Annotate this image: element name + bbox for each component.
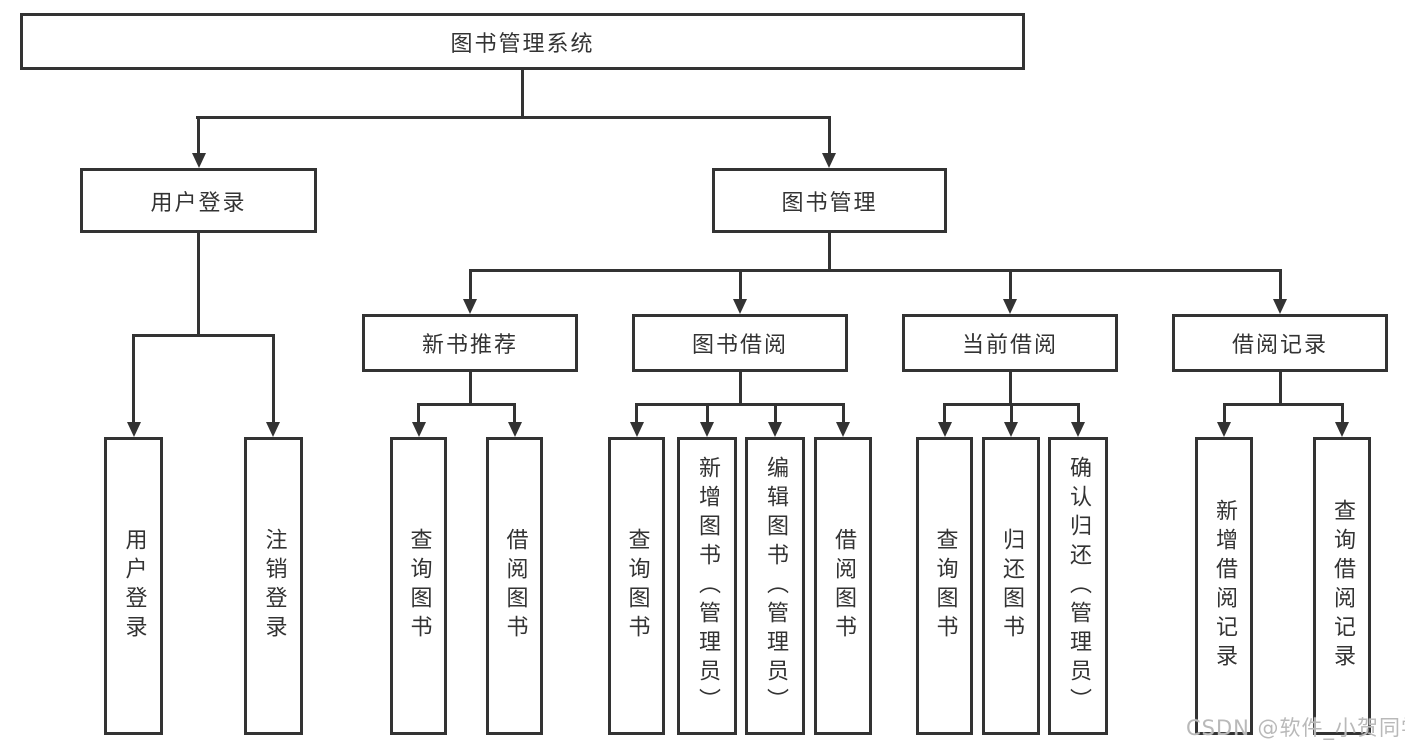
arrowhead-icon [630, 422, 644, 437]
leaf-add-borrow-record: 新增借阅记录 [1195, 437, 1253, 735]
arrowhead-icon [733, 299, 747, 314]
arrowhead-icon [192, 153, 206, 168]
node-borrowing-records-label: 借阅记录 [1231, 333, 1328, 358]
arrowhead-icon [508, 422, 522, 437]
leaf-add-books-admin: 新增图书（管理员） [677, 437, 737, 735]
connector-newrec-stem [469, 372, 472, 406]
connector-drop-leaf [417, 403, 420, 424]
arrowhead-icon [938, 422, 952, 437]
leaf-query-books-recommend-label: 查询图书 [406, 528, 432, 644]
leaf-borrow-books: 借阅图书 [814, 437, 872, 735]
arrowhead-icon [1217, 422, 1231, 437]
arrowhead-icon [1004, 422, 1018, 437]
node-book-management-label: 图书管理 [781, 190, 878, 216]
leaf-borrow-books-label: 借阅图书 [831, 528, 856, 644]
node-user-login: 用户登录 [80, 168, 317, 233]
arrowhead-icon [700, 422, 714, 437]
connector-drop-leaf [1341, 403, 1344, 424]
connector-drop-book-borrow [739, 269, 742, 301]
node-borrowing-records: 借阅记录 [1172, 314, 1388, 372]
leaf-query-books-borrow: 查询图书 [608, 437, 665, 735]
connector-drop-leaf [774, 403, 777, 424]
arrowhead-icon [1335, 422, 1349, 437]
arrowhead-icon [836, 422, 850, 437]
leaf-add-books-admin-label: 新增图书（管理员） [695, 455, 720, 717]
connector-mgmt-stem [828, 233, 831, 272]
leaf-borrow-books-recommend-label: 借阅图书 [502, 528, 528, 644]
arrowhead-icon [1273, 299, 1287, 314]
leaf-borrow-books-recommend: 借阅图书 [486, 437, 543, 735]
leaf-edit-books-admin-label: 编辑图书（管理员） [763, 455, 788, 717]
node-book-borrowing: 图书借阅 [632, 314, 848, 372]
connector-drop-leaf [1223, 403, 1226, 424]
arrowhead-icon [822, 153, 836, 168]
node-current-borrowing-label: 当前借阅 [961, 333, 1058, 358]
leaf-query-borrow-record: 查询借阅记录 [1313, 437, 1371, 735]
leaf-logout: 注销登录 [244, 437, 303, 735]
csdn-watermark: CSDN @软件_小贺同学 [1186, 716, 1405, 740]
connector-records-rail [1223, 403, 1343, 406]
arrowhead-icon [127, 422, 141, 437]
leaf-confirm-return-admin-label: 确认归还（管理员） [1066, 455, 1091, 717]
leaf-user-login-label: 用户登录 [121, 528, 147, 644]
connector-borrow-rail [635, 403, 844, 406]
leaf-add-borrow-record-label: 新增借阅记录 [1212, 499, 1237, 673]
leaf-user-login: 用户登录 [104, 437, 163, 735]
connector-drop-leaf [943, 403, 946, 424]
node-current-borrowing: 当前借阅 [902, 314, 1118, 372]
connector-drop-user-login [197, 116, 200, 156]
leaf-query-books-borrow-label: 查询图书 [624, 528, 650, 644]
node-library-system: 图书管理系统 [20, 13, 1025, 70]
node-book-borrowing-label: 图书借阅 [691, 333, 788, 358]
connector-root-rail [196, 116, 830, 119]
node-library-system-label: 图书管理系统 [450, 31, 595, 57]
node-new-book-recommend: 新书推荐 [362, 314, 578, 372]
connector-newrec-rail [417, 403, 516, 406]
arrowhead-icon [463, 299, 477, 314]
node-new-book-recommend-label: 新书推荐 [421, 333, 518, 358]
leaf-query-books-current: 查询图书 [916, 437, 973, 735]
arrowhead-icon [266, 422, 280, 437]
connector-drop-current-borrow [1009, 269, 1012, 301]
arrowhead-icon [1003, 299, 1017, 314]
connector-drop-logout-leaf [272, 334, 275, 423]
connector-drop-login-leaf [132, 334, 135, 423]
arrowhead-icon [412, 422, 426, 437]
connector-login-stem [197, 233, 200, 337]
connector-records-stem [1279, 372, 1282, 406]
connector-drop-leaf [513, 403, 516, 424]
leaf-logout-label: 注销登录 [261, 528, 287, 644]
connector-drop-leaf [706, 403, 709, 424]
leaf-return-books: 归还图书 [982, 437, 1040, 735]
leaf-return-books-label: 归还图书 [999, 528, 1024, 644]
connector-drop-leaf [842, 403, 845, 424]
arrowhead-icon [768, 422, 782, 437]
connector-drop-leaf [1077, 403, 1080, 424]
leaf-query-borrow-record-label: 查询借阅记录 [1330, 499, 1355, 673]
connector-borrow-stem [739, 372, 742, 406]
leaf-confirm-return-admin: 确认归还（管理员） [1048, 437, 1108, 735]
connector-drop-leaf [1010, 403, 1013, 424]
connector-drop-new-rec [469, 269, 472, 301]
connector-current-stem [1009, 372, 1012, 406]
node-book-management: 图书管理 [712, 168, 947, 233]
connector-drop-borrow-records [1279, 269, 1282, 301]
leaf-edit-books-admin: 编辑图书（管理员） [745, 437, 805, 735]
connector-drop-leaf [635, 403, 638, 424]
arrowhead-icon [1071, 422, 1085, 437]
node-user-login-label: 用户登录 [150, 190, 247, 216]
connector-mgmt-rail [469, 269, 1281, 272]
connector-login-rail [132, 334, 274, 337]
connector-drop-book-mgmt [828, 116, 831, 156]
leaf-query-books-recommend: 查询图书 [390, 437, 447, 735]
leaf-query-books-current-label: 查询图书 [932, 528, 958, 644]
connector-root-stem [521, 70, 524, 119]
